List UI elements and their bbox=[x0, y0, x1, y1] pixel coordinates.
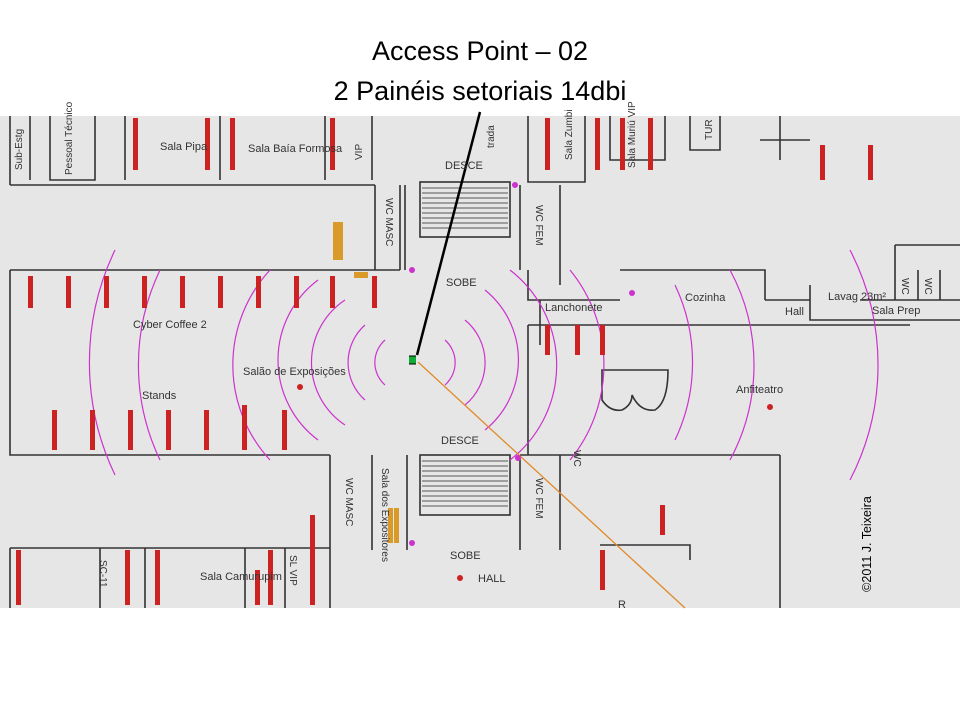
room-label: SL VIP bbox=[287, 555, 298, 586]
stairs-label: SOBE bbox=[450, 550, 481, 562]
room-label: Sala Pipa bbox=[160, 141, 208, 153]
room-label: WC bbox=[899, 278, 910, 295]
title-line-1: Access Point – 02 bbox=[371, 36, 589, 66]
stairs-hatch bbox=[422, 187, 508, 507]
coverage-arcs bbox=[88, 249, 879, 481]
leader-line bbox=[415, 111, 482, 356]
room-label: Hall bbox=[785, 306, 804, 318]
room-label: Cozinha bbox=[685, 292, 726, 304]
room-label: Sala dos Expositores bbox=[379, 468, 390, 562]
room-label: SC-11 bbox=[97, 560, 108, 588]
room-label: Sala Baía Formosa bbox=[248, 143, 343, 155]
walls bbox=[9, 116, 960, 608]
stairs-label: SOBE bbox=[446, 277, 477, 289]
room-label: Pessoal Técnico bbox=[64, 101, 75, 175]
room-label: Stands bbox=[142, 390, 177, 402]
room-label: trada bbox=[486, 125, 497, 148]
stairs-label: DESCE bbox=[445, 160, 483, 172]
room-label: Sala Camurupim bbox=[200, 571, 282, 583]
room-label: HALL bbox=[478, 573, 506, 585]
stairs-label: DESCE bbox=[441, 435, 479, 447]
room-label: WC MASC bbox=[383, 198, 394, 246]
room-label: Lavag 23m² bbox=[828, 291, 886, 303]
room-label: Salão de Exposições bbox=[243, 366, 346, 378]
room-label: VIP bbox=[354, 144, 365, 160]
access-point-icon bbox=[409, 355, 416, 365]
room-label: TUR bbox=[704, 119, 715, 140]
room-label: Cyber Coffee 2 bbox=[133, 319, 207, 331]
amphitheater-seats bbox=[601, 369, 669, 412]
room-label: WC FEM bbox=[533, 205, 544, 246]
room-label: Sala Zumbi bbox=[564, 109, 575, 160]
plan-background bbox=[0, 116, 960, 608]
room-label: WC bbox=[571, 450, 582, 467]
cable-line bbox=[417, 361, 686, 609]
door-markers bbox=[409, 182, 635, 546]
room-label: Sala Muriú VIP bbox=[627, 101, 638, 168]
copyright-credit: ©2011 J. Teixeira bbox=[860, 496, 874, 592]
room-label: Sub-Estg bbox=[14, 129, 25, 170]
room-label: Anfiteatro bbox=[736, 384, 783, 396]
room-label: WC MASC bbox=[343, 478, 354, 526]
room-label: Sala Prep bbox=[872, 305, 920, 317]
title-line-2: 2 Painéis setoriais 14dbi bbox=[333, 76, 627, 106]
socket-symbols bbox=[16, 118, 873, 605]
room-label: Lanchonete bbox=[545, 302, 603, 314]
network-outlets bbox=[333, 222, 399, 543]
room-label: WC bbox=[922, 278, 933, 295]
room-label: R bbox=[618, 599, 626, 611]
room-label: WC FEM bbox=[533, 478, 544, 519]
